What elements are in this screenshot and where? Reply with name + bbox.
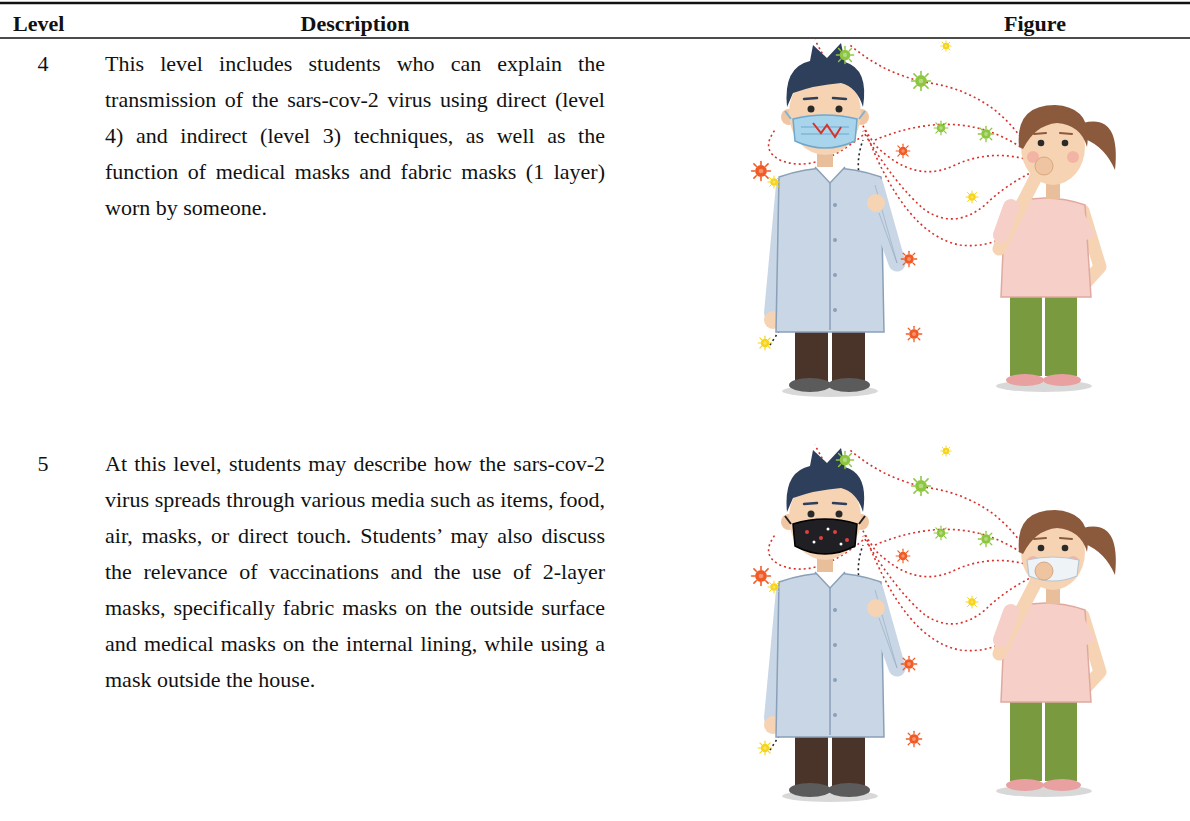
table-rule — [0, 2, 1190, 5]
level-description: At this level, students may describe how… — [105, 446, 605, 698]
level-number: 5 — [13, 446, 73, 482]
column-header: Level — [13, 6, 93, 42]
medical-mask — [785, 111, 865, 148]
column-header: Description — [105, 6, 605, 42]
transmission-figure — [752, 445, 1116, 802]
level-description: This level includes students who can exp… — [105, 46, 605, 226]
column-header: Figure — [985, 6, 1085, 42]
transmission-figure — [752, 40, 1116, 397]
level-number: 4 — [13, 46, 73, 82]
table-rule — [0, 37, 1190, 39]
woman-mask — [1027, 557, 1079, 581]
